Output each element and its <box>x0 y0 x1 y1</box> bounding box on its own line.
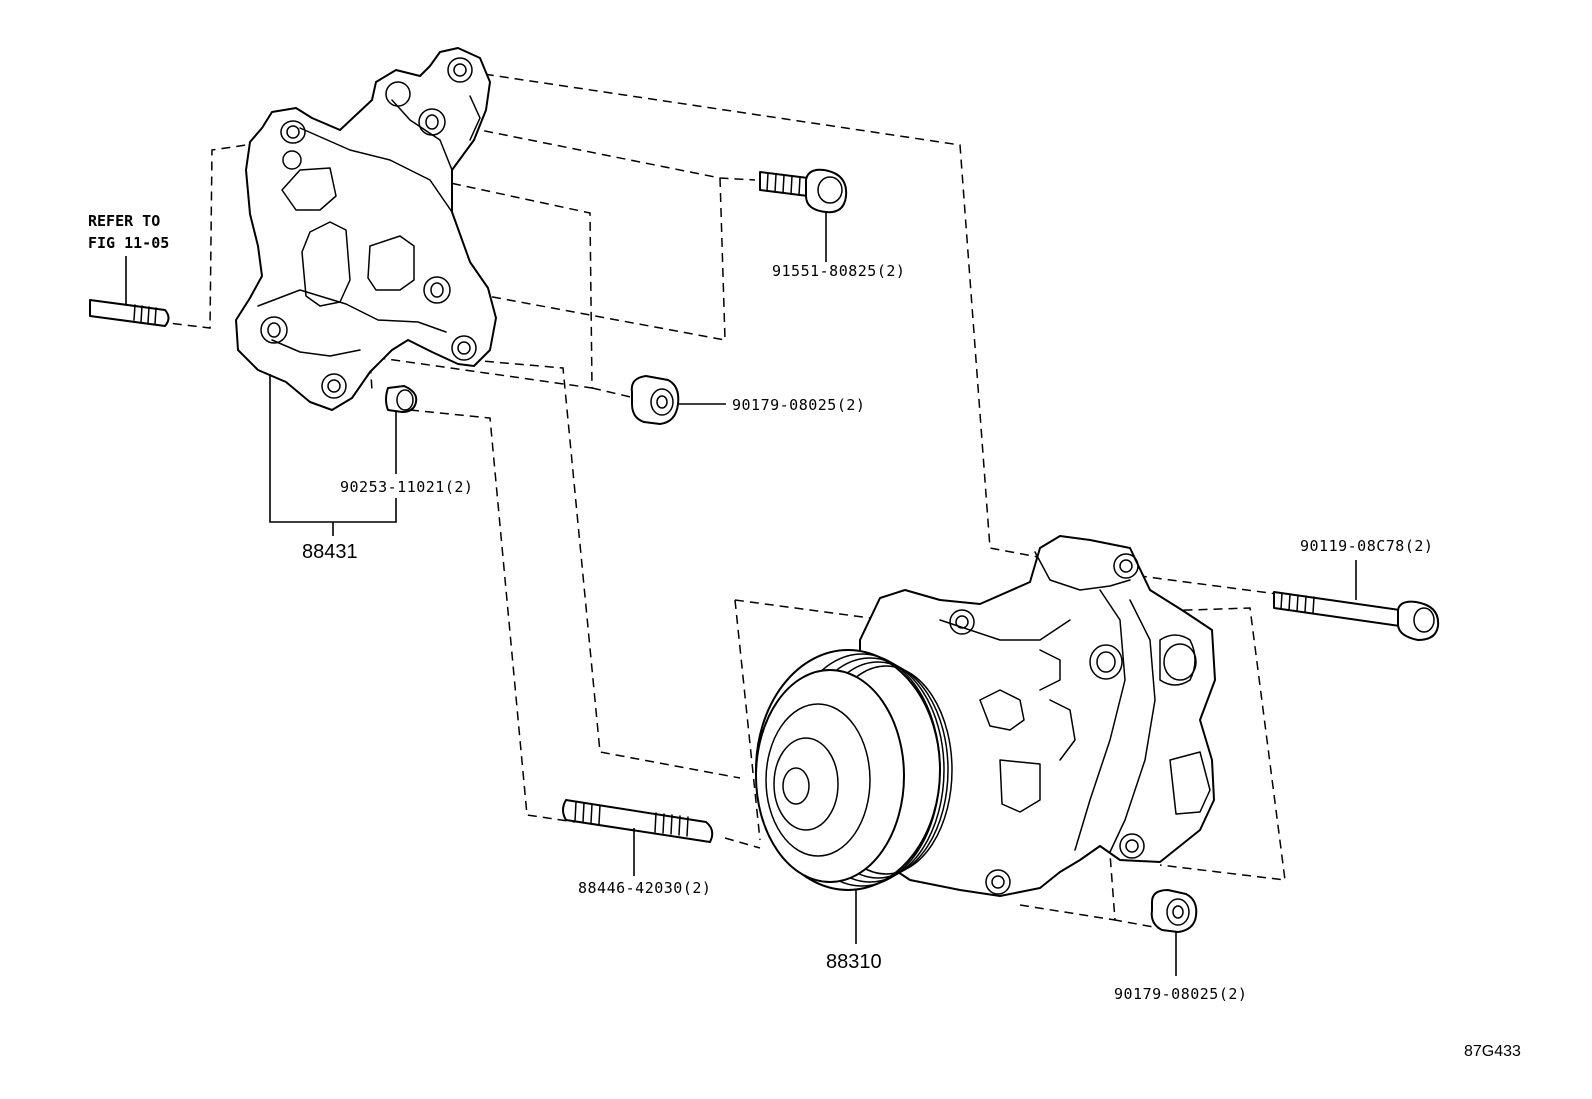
compressor-88310 <box>755 535 1216 944</box>
label-90179-08025-bottom: 90179-08025(2) <box>1114 985 1247 1003</box>
nut-90179-mid <box>630 375 726 425</box>
label-91551-80825: 91551-80825(2) <box>772 262 905 280</box>
reference-note-line-1: REFER TO <box>88 212 160 230</box>
label-90179-08025-mid: 90179-08025(2) <box>732 396 865 414</box>
label-88446-42030: 88446-42030(2) <box>578 879 711 897</box>
collar-90253 <box>385 385 418 474</box>
reference-stud <box>89 256 170 327</box>
label-88431: 88431 <box>302 541 358 563</box>
label-90253-11021: 90253-11021(2) <box>340 478 473 496</box>
figure-id: 87G433 <box>1464 1043 1521 1060</box>
stud-88446 <box>562 799 714 876</box>
nut-90179-bottom <box>1150 889 1198 976</box>
bolt-90119 <box>1273 560 1440 641</box>
label-88310: 88310 <box>826 951 882 973</box>
reference-note-line-2: FIG 11-05 <box>88 234 169 252</box>
label-90119-08C78: 90119-08C78(2) <box>1300 537 1433 555</box>
bracket-88431 <box>235 47 497 411</box>
bolt-91551 <box>759 168 848 262</box>
